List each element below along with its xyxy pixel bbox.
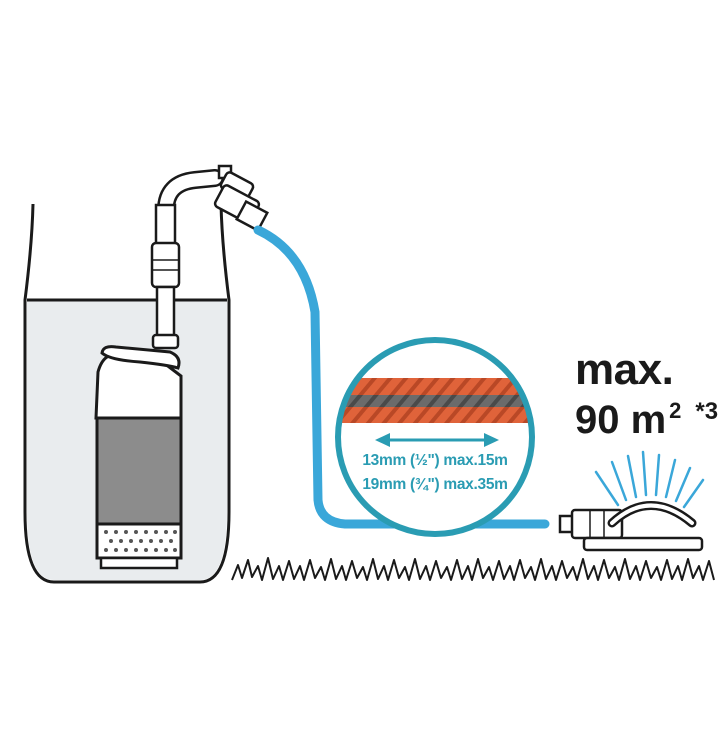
lawn-sprinkler-icon [558, 450, 705, 552]
area-superscript: 2 [669, 398, 682, 423]
submersible-pump-icon [94, 345, 183, 570]
tap-valve-icon [213, 164, 269, 233]
area-footnote: *3 [695, 398, 718, 425]
hose-spec-19mm: 19mm (¾") max.35m [362, 476, 508, 493]
area-value: 90 m [575, 398, 667, 442]
hose-spec-13mm: 13mm (½") max.15m [362, 452, 508, 469]
area-max-label: max. [575, 345, 674, 394]
grass-icon [231, 557, 715, 581]
hose-magnifier-icon [335, 337, 535, 537]
riser-pipe [150, 169, 224, 350]
garden-hose-icon [253, 225, 550, 529]
